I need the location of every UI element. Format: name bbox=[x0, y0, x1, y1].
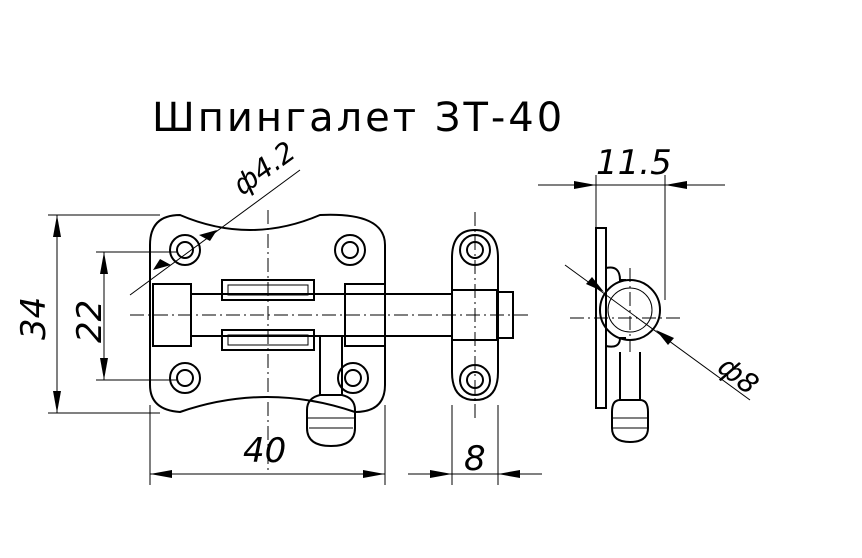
dimension-plate-width: 40 bbox=[149, 405, 386, 485]
mounting-hole-top-right bbox=[334, 234, 366, 266]
dimension-overall-height: 34 bbox=[14, 214, 160, 414]
dimension-keeper-width: 8 bbox=[408, 405, 542, 485]
dimension-side-depth: 11.5 bbox=[538, 143, 725, 300]
dimension-overall-height-label: 34 bbox=[14, 297, 54, 340]
center-lines bbox=[130, 210, 530, 470]
dimension-hole-spacing-label: 22 bbox=[70, 300, 110, 343]
dimension-plate-width-label: 40 bbox=[243, 431, 286, 471]
dimension-keeper-width-label: 8 bbox=[464, 439, 486, 479]
mounting-hole-top-left bbox=[169, 234, 201, 266]
side-view bbox=[570, 227, 682, 444]
dimension-hole-diameter-label: ф4.2 bbox=[227, 135, 302, 202]
dimension-bolt-diameter-label: ф8 bbox=[712, 350, 765, 402]
guide-right bbox=[344, 283, 386, 347]
mounting-plate bbox=[149, 213, 386, 414]
bolt-handle bbox=[306, 336, 356, 448]
mounting-hole-bottom-right bbox=[337, 362, 369, 394]
dimension-hole-spacing: 22 bbox=[70, 251, 178, 381]
drawing-title: Шпингалет ЗТ-40 bbox=[152, 95, 565, 141]
dimension-side-depth-label: 11.5 bbox=[596, 143, 672, 183]
mounting-hole-bottom-left bbox=[169, 362, 201, 394]
